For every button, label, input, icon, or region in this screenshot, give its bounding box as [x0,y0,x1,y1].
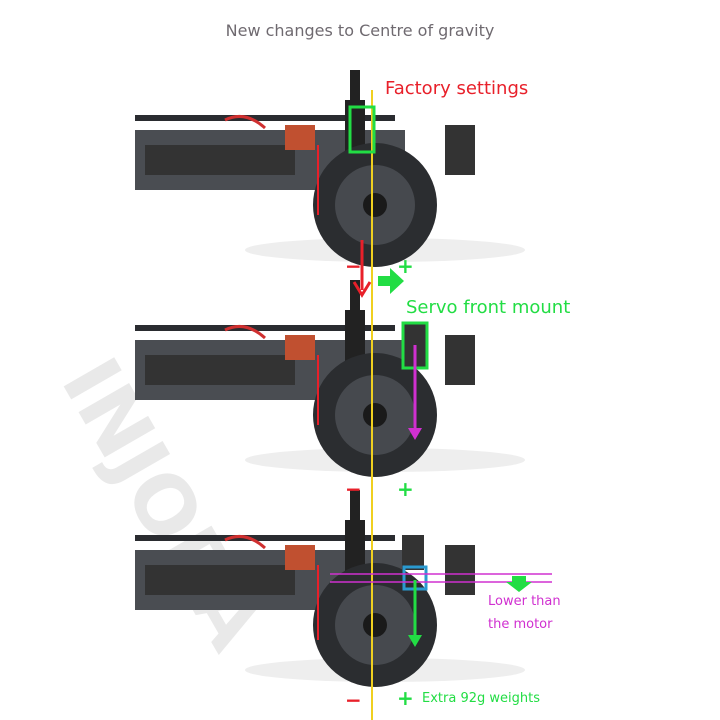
page-title: New changes to Centre of gravity [225,21,495,40]
truck-factory [133,68,527,269]
plus-sign: + [397,254,414,278]
plus-sign: + [397,477,414,501]
minus-sign: − [345,688,362,712]
factory-settings-label: Factory settings [385,78,529,99]
plus-sign: + [397,686,414,710]
servo-front-mount-label: Servo front mount [406,297,571,318]
servo-box-factory [348,105,376,154]
lower-than-label: Lower than [488,594,561,609]
extra-weights-label: Extra 92g weights [422,691,540,706]
forward-arrow [378,268,404,294]
minus-sign: − [345,477,362,501]
the-motor-label: the motor [488,617,553,632]
minus-sign: − [345,254,362,278]
